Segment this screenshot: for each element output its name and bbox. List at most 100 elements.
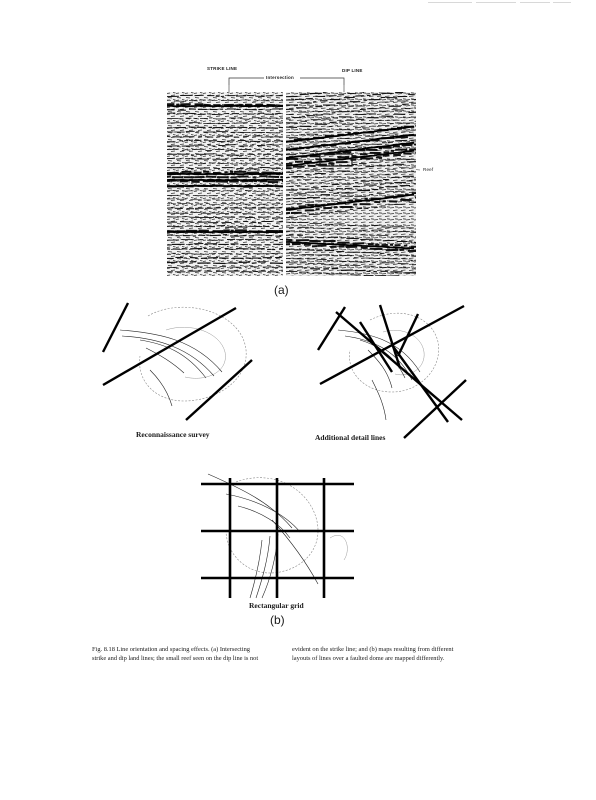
header-rule xyxy=(476,2,516,3)
reflector-trace xyxy=(167,189,283,192)
reflector-trace xyxy=(167,261,283,265)
reflector-trace xyxy=(167,242,283,246)
reflector-trace xyxy=(167,135,283,138)
reflector-trace xyxy=(286,252,416,261)
reflector-trace xyxy=(167,162,283,165)
reflector-trace xyxy=(286,189,416,205)
reflector-trace xyxy=(167,256,282,260)
dip-reflectors xyxy=(286,92,416,276)
header-rule xyxy=(520,2,550,3)
reflector-trace xyxy=(286,238,416,248)
reflector-trace xyxy=(167,130,283,134)
caption-line: layouts of lines over a faulted dome are… xyxy=(292,654,445,662)
reflector-trace xyxy=(286,139,416,156)
strong-reflector xyxy=(167,230,283,234)
reconnaissance-map xyxy=(101,302,253,421)
strong-reflector xyxy=(286,141,415,159)
reflector-trace xyxy=(286,183,416,200)
reflector-trace xyxy=(286,175,414,191)
rectangular-grid-map xyxy=(201,473,354,599)
reflector-trace xyxy=(286,99,416,116)
intersection-label: Intersection xyxy=(266,75,294,80)
reflector-trace xyxy=(167,148,283,151)
header-rule xyxy=(553,2,571,3)
reflector-trace xyxy=(167,121,283,125)
reflector-trace xyxy=(286,151,416,170)
reflector-trace xyxy=(286,116,416,133)
reflector-trace xyxy=(167,225,283,228)
reef-box xyxy=(319,153,353,167)
dip-line-label: DIP LINE xyxy=(342,68,363,73)
strike-seismic-section xyxy=(167,92,283,276)
reflector-trace xyxy=(167,126,283,129)
reflector-trace xyxy=(286,201,416,219)
reflector-trace xyxy=(167,220,283,224)
reflector-trace xyxy=(167,94,283,98)
reflector-trace xyxy=(167,117,283,120)
reflector-trace xyxy=(167,139,283,143)
reflector-trace xyxy=(167,252,281,255)
reflector-trace xyxy=(286,230,416,238)
reflector-trace xyxy=(286,179,416,196)
reflector-trace xyxy=(167,198,283,201)
reflector-trace xyxy=(286,107,416,124)
caption-line: evident on the strike line; and (b) maps… xyxy=(292,646,454,653)
reflector-trace xyxy=(286,266,416,274)
reef-label: Reef xyxy=(423,167,434,172)
rectangular-grid-label: Rectangular grid xyxy=(249,601,304,610)
reflector-trace xyxy=(286,221,416,230)
strong-reflector xyxy=(167,172,283,176)
reflector-trace xyxy=(286,166,416,183)
reflector-trace xyxy=(167,211,283,215)
reflector-trace xyxy=(167,207,282,210)
strike-line-label: STRIKE LINE xyxy=(207,66,238,71)
reflector-trace xyxy=(167,216,283,219)
caption-line: strike and dip land lines; the small ree… xyxy=(92,654,259,662)
strong-reflector xyxy=(286,193,415,211)
reflector-trace xyxy=(286,120,416,138)
dip-seismic-section xyxy=(286,92,416,276)
reflector-trace xyxy=(286,196,416,215)
reflector-trace xyxy=(167,112,282,116)
reflector-trace xyxy=(167,153,283,156)
reflector-trace xyxy=(167,234,282,237)
panel-b-label: (b) xyxy=(270,613,285,627)
additional-detail-map xyxy=(316,304,467,439)
reflector-trace xyxy=(167,193,283,197)
reflector-trace xyxy=(286,243,416,252)
strike-reflectors xyxy=(167,94,283,273)
reflector-trace xyxy=(286,262,416,270)
reflector-trace xyxy=(286,248,416,257)
strong-reflector xyxy=(286,149,415,167)
strong-reflector xyxy=(286,240,415,250)
reflector-trace xyxy=(167,247,283,251)
reflector-trace xyxy=(167,265,283,269)
strong-reflector xyxy=(167,178,283,182)
strong-reflector xyxy=(286,133,415,151)
reflector-trace xyxy=(286,111,416,128)
reflector-trace xyxy=(167,108,283,111)
strong-reflector xyxy=(167,184,283,188)
reflector-trace xyxy=(286,92,365,101)
figure-caption-right: evident on the strike line; and (b) maps… xyxy=(292,646,462,663)
reflector-trace xyxy=(286,92,404,106)
reflector-trace xyxy=(286,234,416,244)
reflector-trace xyxy=(286,271,400,276)
figure-caption-left: Fig. 8.18 Line orientation and spacing e… xyxy=(92,646,262,663)
panel-a-label: (a) xyxy=(274,283,289,297)
reflector-trace xyxy=(167,157,283,160)
reflector-trace xyxy=(286,93,415,110)
reflector-trace xyxy=(286,257,416,266)
reflector-trace xyxy=(167,99,283,102)
caption-line: Fig. 8.18 Line orientation and spacing e… xyxy=(92,646,250,653)
strong-reflector xyxy=(167,104,283,108)
reflector-trace xyxy=(167,270,283,273)
strong-reflector xyxy=(286,125,415,143)
reconnaissance-survey-label: Reconnaissance survey xyxy=(136,430,210,439)
reflector-trace xyxy=(286,161,416,179)
reflector-trace xyxy=(167,238,283,242)
reflector-trace xyxy=(286,129,416,147)
header-rule xyxy=(428,2,472,3)
reflector-trace xyxy=(167,166,283,170)
reflector-trace xyxy=(167,202,283,206)
